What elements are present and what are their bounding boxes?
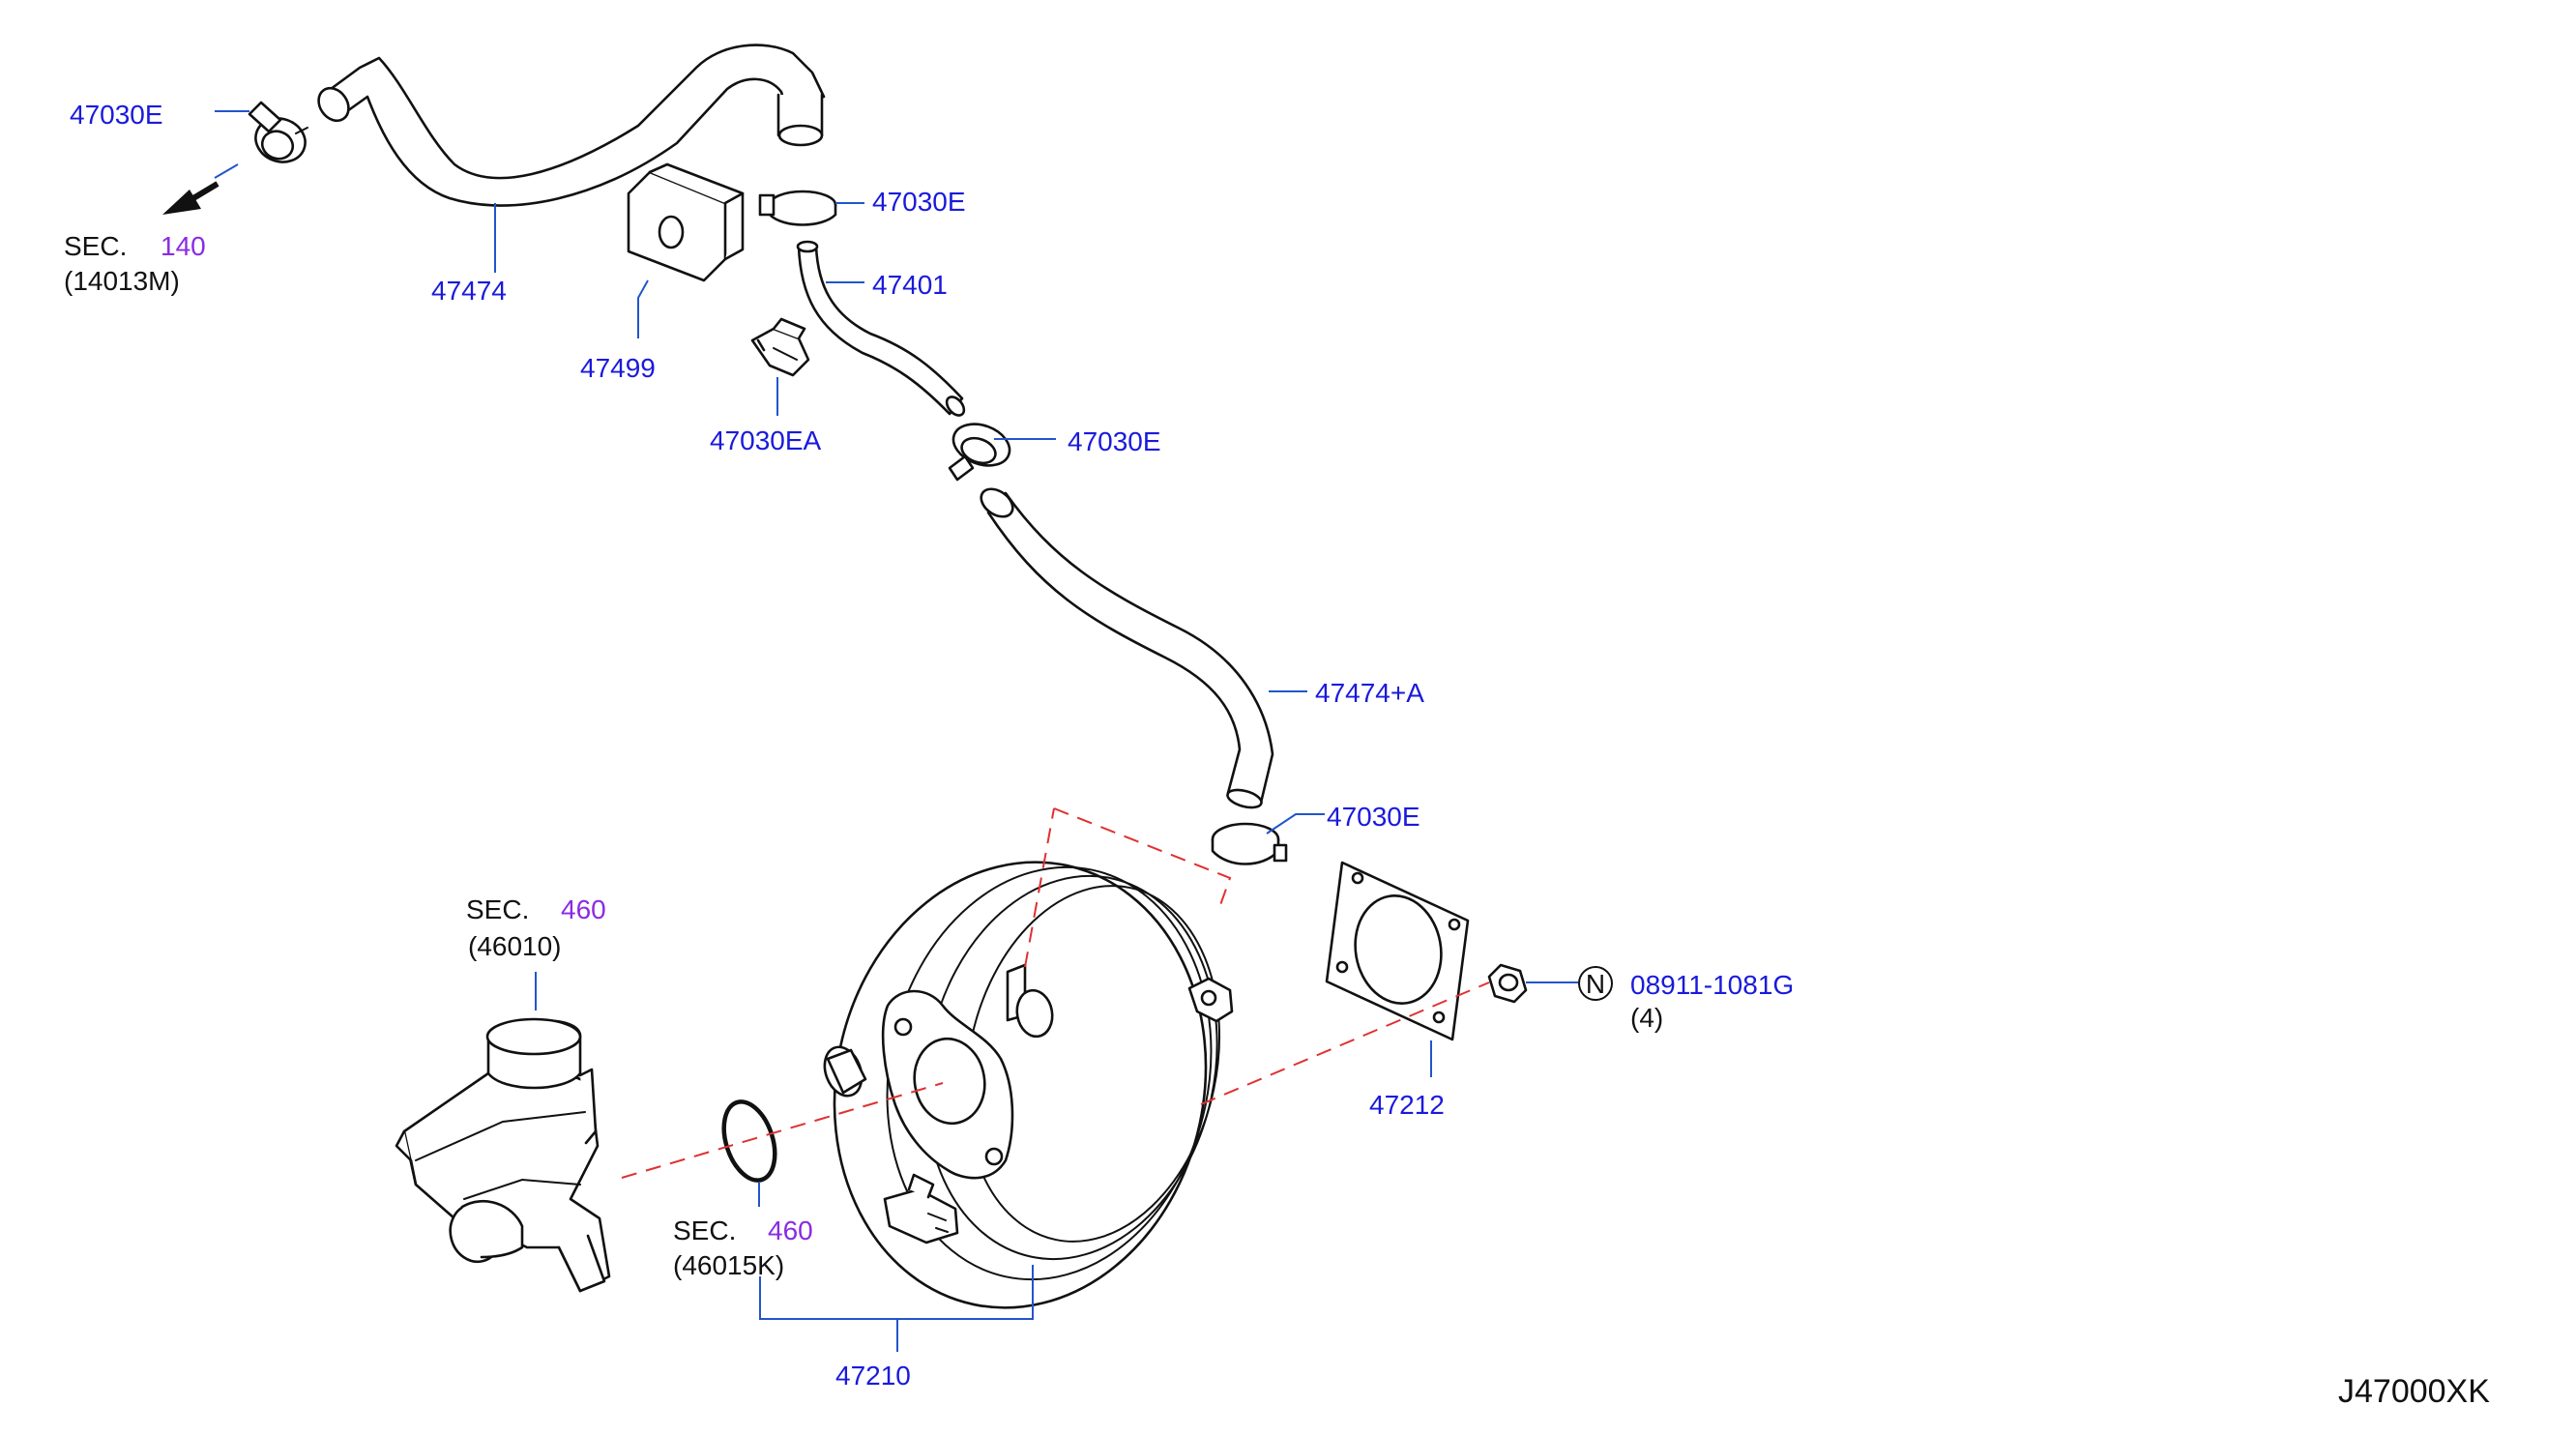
label-47030E-top-mid: 47030E <box>872 187 966 217</box>
clamp-lower <box>1211 822 1288 865</box>
label-47210: 47210 <box>835 1361 911 1391</box>
section-ref-460-a: SEC. 460 (46010) <box>466 894 606 961</box>
sec140-number: 140 <box>161 231 206 261</box>
nut-marker-icon: N <box>1578 966 1613 1001</box>
label-47474A: 47474+A <box>1315 678 1424 708</box>
label-nut-qty: (4) <box>1630 1003 1663 1033</box>
label-47212: 47212 <box>1369 1090 1445 1120</box>
sec140-ref: (14013M) <box>64 266 180 296</box>
sec140-prefix: SEC. <box>64 231 127 261</box>
sec460a-number: 460 <box>561 894 606 924</box>
clamp-top-left <box>248 101 308 163</box>
clamp-top-mid <box>758 190 837 226</box>
hose-47474 <box>317 44 826 207</box>
label-47030E-mid: 47030E <box>1068 426 1161 456</box>
leader-lines <box>214 110 1578 1352</box>
label-47030EA: 47030EA <box>710 425 822 455</box>
clamp-mid <box>948 423 1011 482</box>
label-47401: 47401 <box>872 270 948 300</box>
label-47474: 47474 <box>431 276 507 306</box>
clip-47030EA <box>750 317 810 377</box>
hose-47474A <box>980 487 1274 809</box>
label-47030E-lower: 47030E <box>1327 802 1420 832</box>
bracket-47499 <box>627 162 745 282</box>
section-ref-140: SEC. 140 (14013M) <box>64 231 206 296</box>
diagram-code: J47000XK <box>2338 1373 2490 1410</box>
nut <box>1487 963 1528 1004</box>
label-47030E-top-left: 47030E <box>70 100 163 130</box>
gasket-47212 <box>1325 861 1470 1041</box>
sec460b-number: 460 <box>768 1215 813 1245</box>
label-47499: 47499 <box>580 353 656 383</box>
section-ref-460-b: SEC. 460 (46015K) <box>673 1215 813 1280</box>
sec460a-prefix: SEC. <box>466 894 529 924</box>
direction-arrow-icon <box>162 181 220 215</box>
alignment-lines <box>621 807 1490 1179</box>
sec460b-prefix: SEC. <box>673 1215 736 1245</box>
nut-marker: N <box>1586 969 1605 999</box>
sec460a-ref: (46010) <box>468 931 562 961</box>
sec460b-ref: (46015K) <box>673 1250 784 1280</box>
label-08911-1081G: 08911-1081G <box>1630 970 1794 1000</box>
brake-booster-47210 <box>823 861 1234 1309</box>
tube-47401 <box>796 240 966 417</box>
master-cylinder <box>395 1017 611 1293</box>
